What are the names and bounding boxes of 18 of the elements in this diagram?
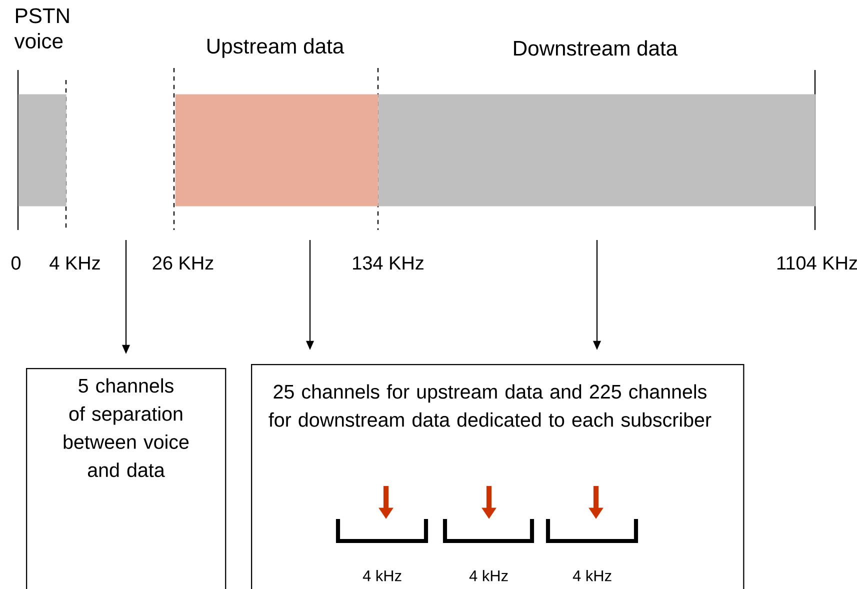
frequency-label: 26 KHz [152, 256, 214, 270]
frequency-label: 4 KHz [50, 256, 100, 270]
channel-width-label: 4 kHz [469, 570, 508, 582]
channel-bracket [546, 519, 638, 544]
frequency-band: Downstream data [378, 40, 816, 206]
node-label: Downstream data [514, 40, 678, 56]
node-label: Upstream data [207, 38, 344, 58]
channel-bracket [442, 519, 534, 544]
frequency-label: 134 KHz [353, 256, 424, 270]
text-box: 5 channels of separation between voice and data [26, 368, 226, 589]
channel-width-label: 4 kHz [362, 570, 402, 582]
frequency-label: 1104 KHz [777, 256, 857, 270]
frequency-band: Upstream data [175, 38, 378, 206]
channel-bracket [336, 519, 428, 544]
node-label: PSTN voice [14, 8, 69, 49]
frequency-band: PSTN voice [14, 8, 69, 206]
channel-width-label: 4 kHz [572, 570, 612, 582]
frequency-label: 0 [11, 256, 21, 270]
